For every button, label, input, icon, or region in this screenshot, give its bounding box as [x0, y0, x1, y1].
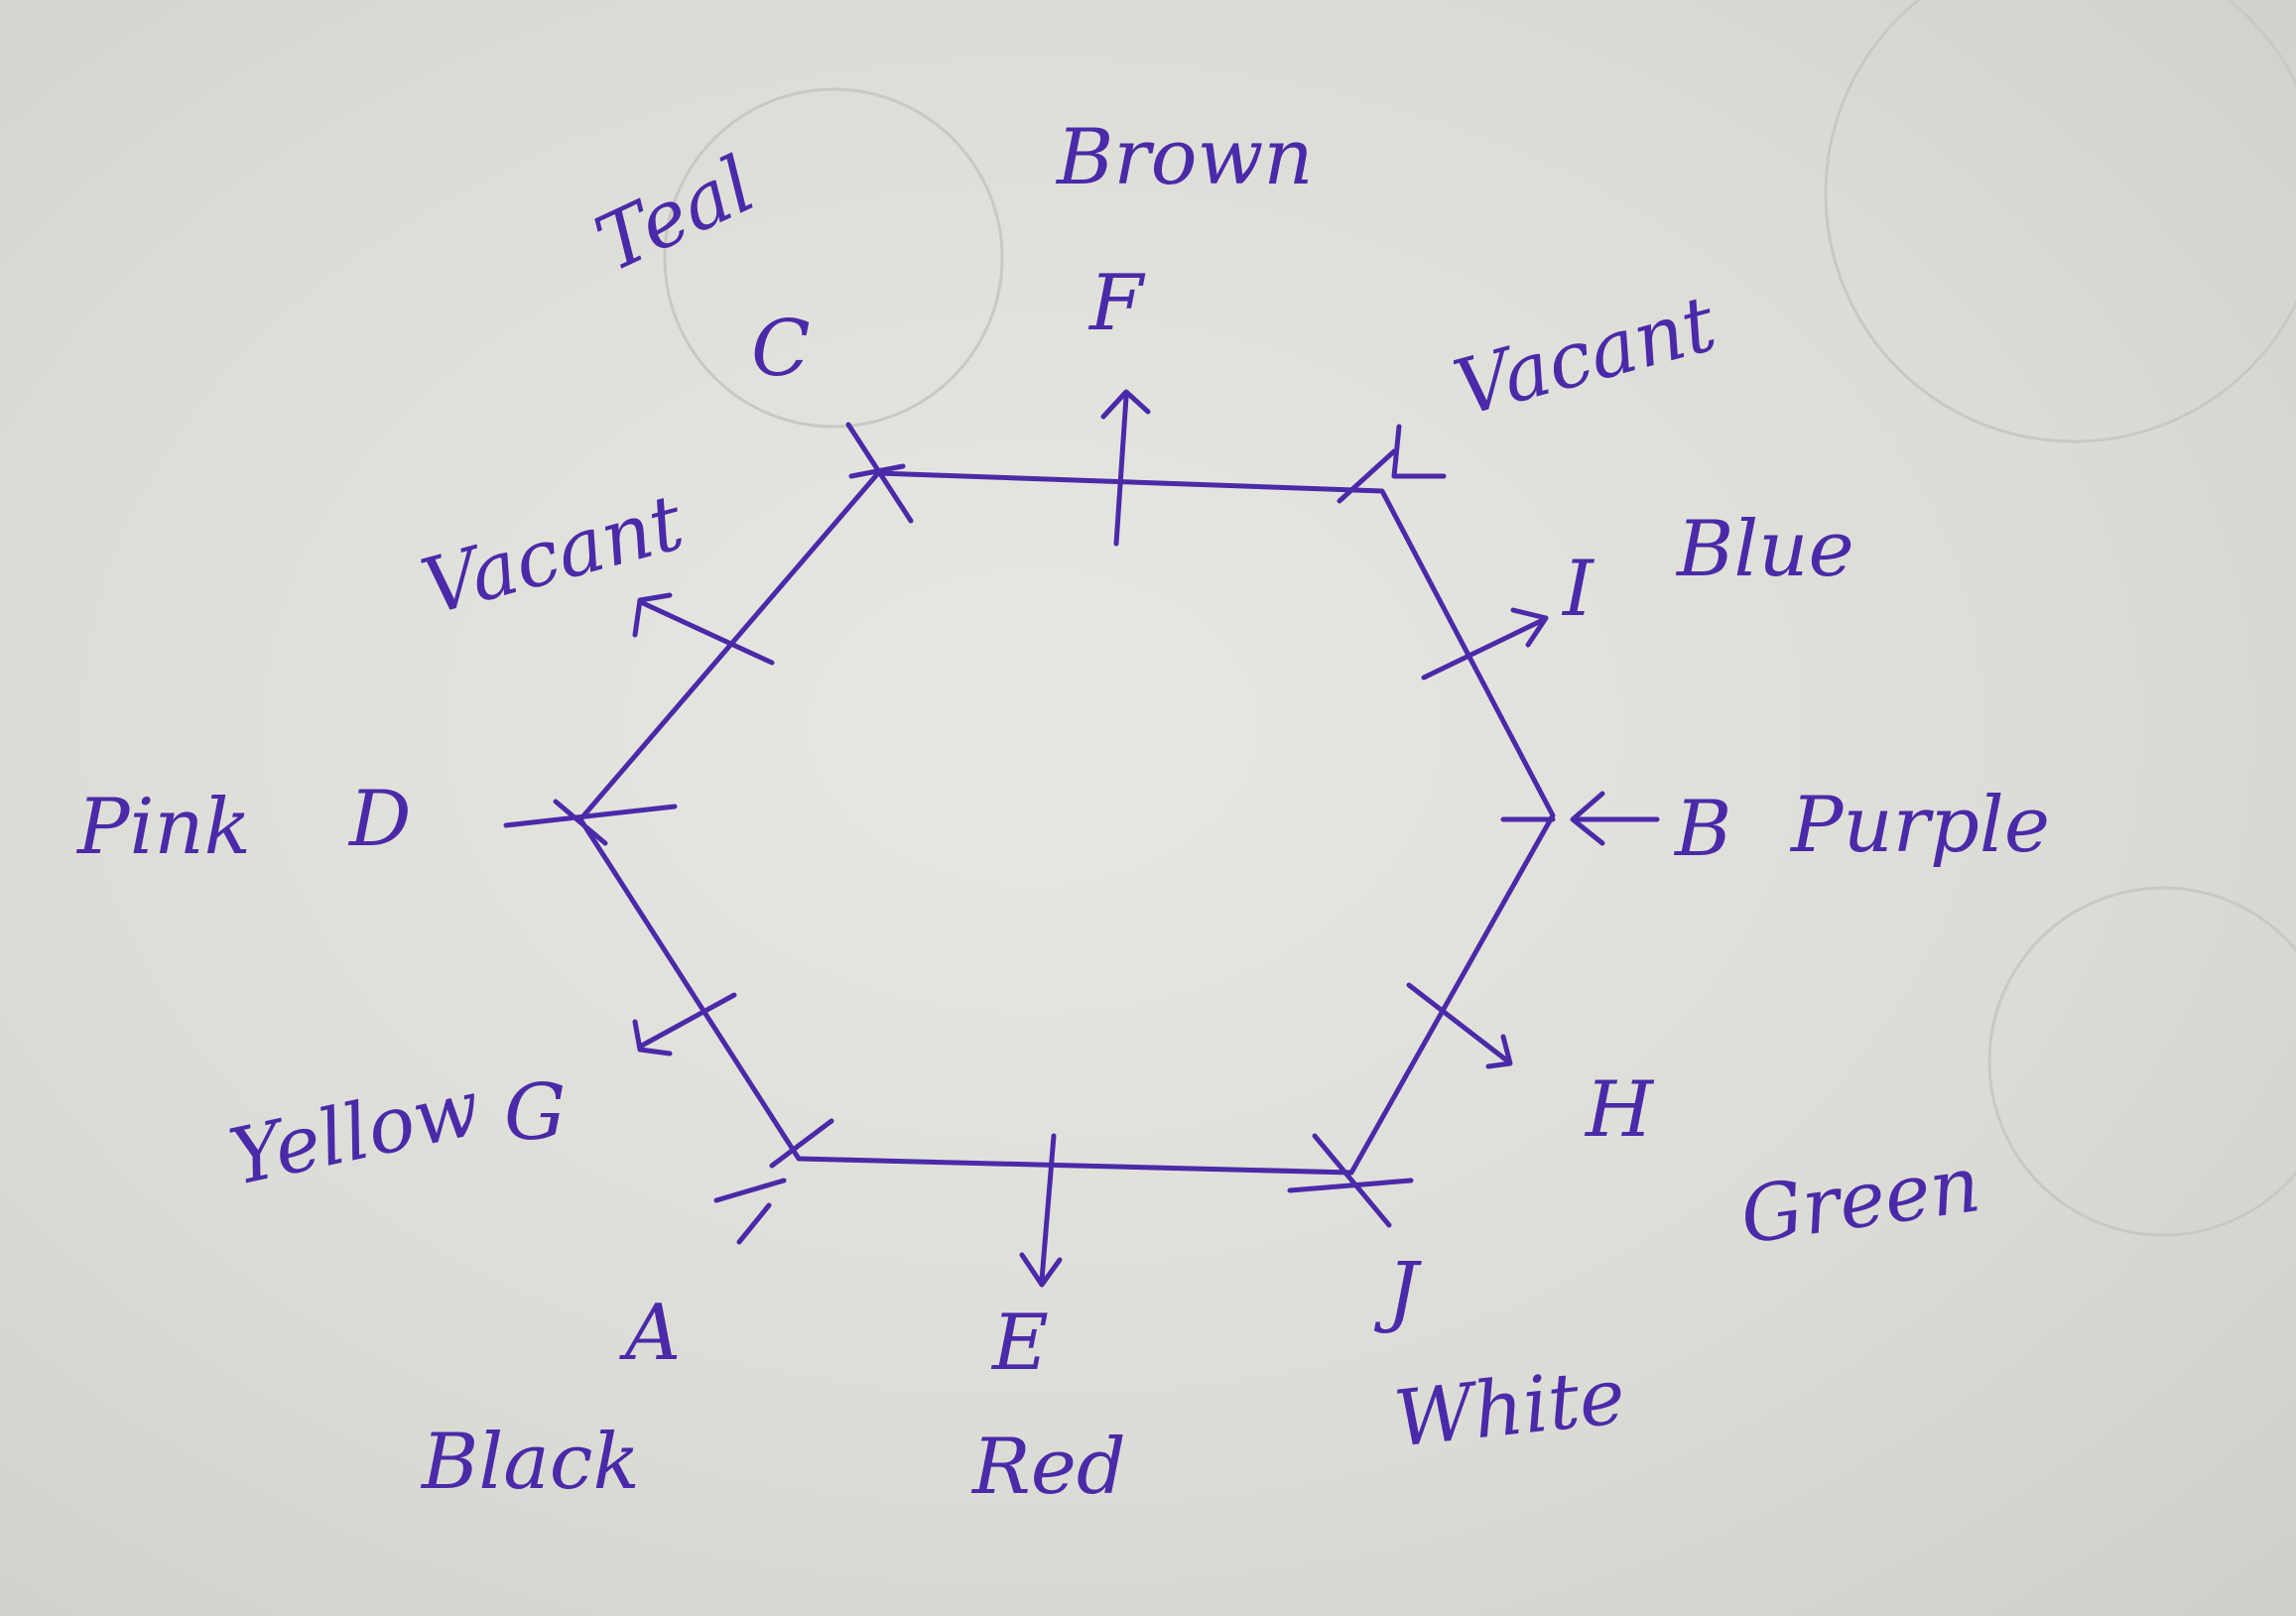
vertex-mark-c — [845, 422, 914, 524]
label-h: H — [1584, 1065, 1655, 1155]
arrow-b — [1500, 791, 1660, 846]
arrow-i — [1421, 607, 1549, 681]
label-white: White — [1390, 1352, 1629, 1465]
label-c: C — [751, 305, 811, 394]
arrow-g — [632, 992, 737, 1057]
vertex-mark-j — [1287, 1133, 1414, 1228]
label-a: A — [619, 1289, 681, 1378]
hexagon-table — [577, 470, 1556, 1176]
label-green: Green — [1735, 1140, 1985, 1262]
label-i: I — [1561, 545, 1595, 634]
label-e: E — [990, 1299, 1049, 1388]
label-purple: Purple — [1789, 781, 2050, 870]
seat-markers — [503, 389, 1660, 1288]
vertex-mark-a — [713, 1118, 834, 1245]
label-f: F — [1087, 259, 1146, 348]
arrow-vacant-top-right — [1337, 424, 1447, 504]
label-black: Black — [420, 1418, 640, 1507]
label-teal: Teal — [583, 140, 768, 290]
label-brown: Brown — [1055, 113, 1314, 202]
label-red: Red — [970, 1423, 1126, 1512]
label-yellow: Yellow — [222, 1063, 488, 1203]
label-g: G — [504, 1068, 566, 1158]
label-blue: Blue — [1675, 505, 1854, 594]
label-vacant-upper-left: Vacant — [413, 478, 693, 633]
arrow-vacant-upper-left — [632, 592, 775, 666]
background-marks — [663, 0, 2296, 1237]
seat-labels: Teal C Brown F Vacant I Blue B Purple H … — [75, 113, 2050, 1512]
arrow-e — [1019, 1133, 1063, 1288]
label-b: B — [1673, 785, 1731, 874]
label-vacant-top-right: Vacant — [1446, 279, 1725, 434]
label-pink: Pink — [75, 783, 251, 872]
arrow-h — [1406, 982, 1513, 1069]
arrow-f — [1100, 389, 1151, 547]
vertex-mark-d — [503, 799, 678, 846]
label-d: D — [347, 775, 412, 864]
label-j: J — [1373, 1247, 1422, 1336]
